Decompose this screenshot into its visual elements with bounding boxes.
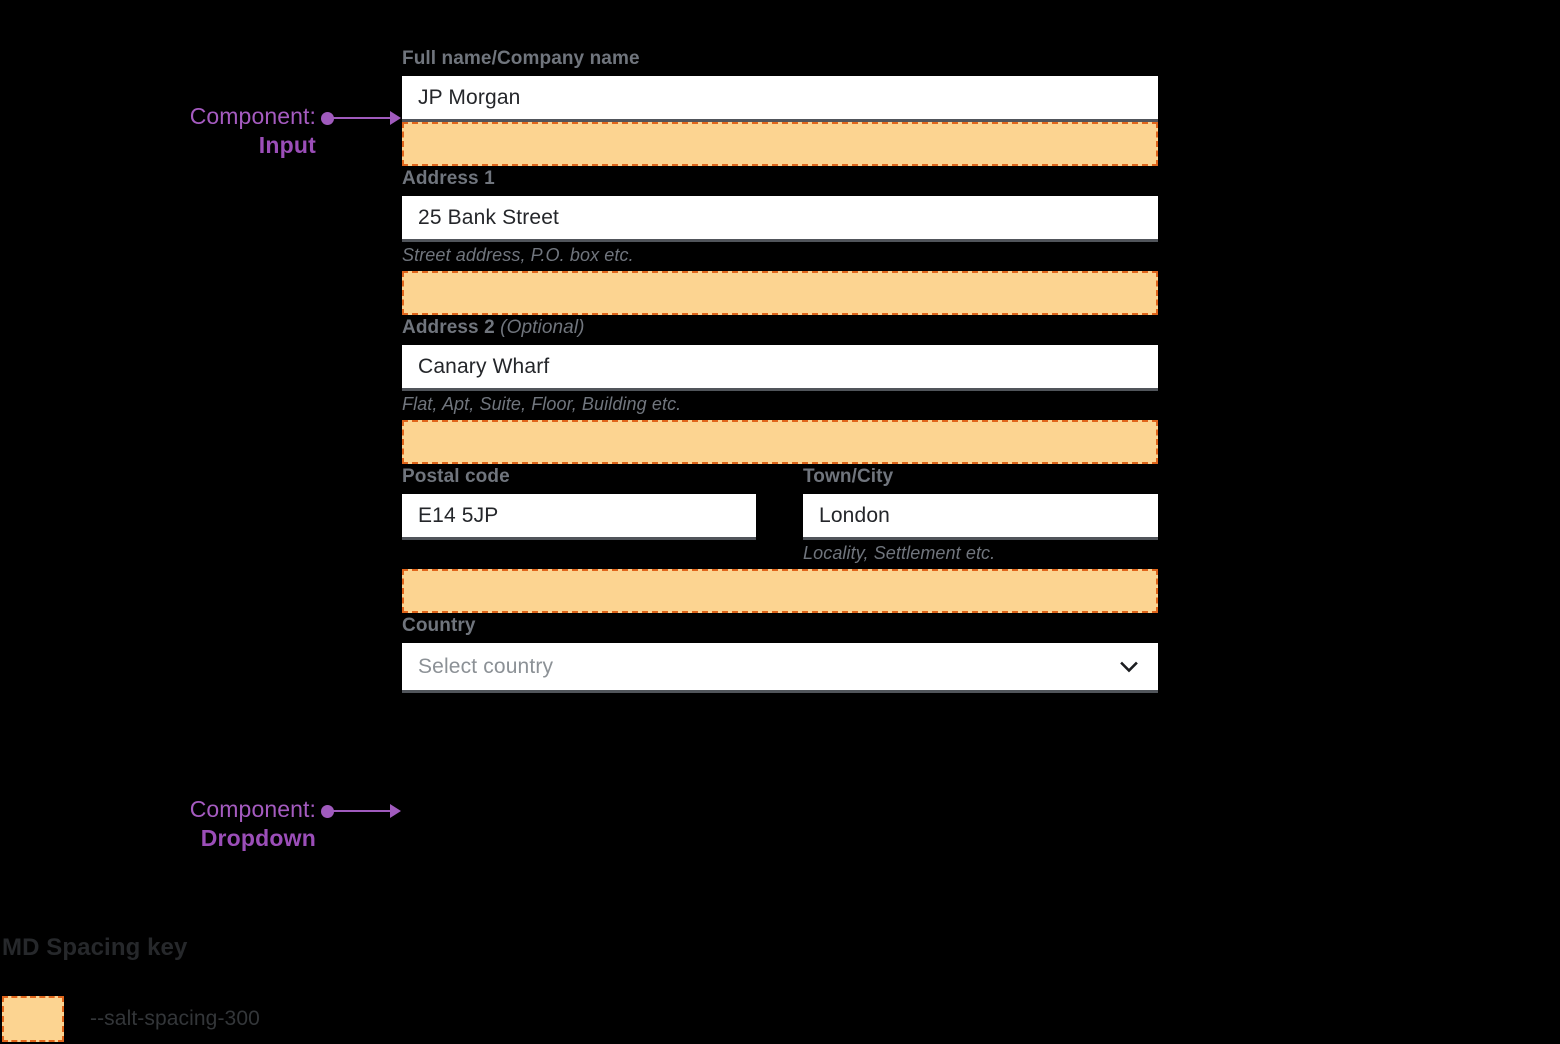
postal-code-input[interactable]: E14 5JP <box>402 494 756 540</box>
address1-input[interactable]: 25 Bank Street <box>402 196 1158 242</box>
address2-input[interactable]: Canary Wharf <box>402 345 1158 391</box>
annotation-input-value: Input <box>258 132 316 159</box>
address2-input-value: Canary Wharf <box>418 354 550 378</box>
address2-label-text: Address 2 <box>402 317 495 338</box>
annotation-arrow-input <box>321 110 401 126</box>
annotation-dropdown: Component: Dropdown <box>108 796 316 852</box>
town-city-input[interactable]: London <box>803 494 1158 540</box>
annotation-dropdown-prefix: Component: <box>189 796 316 822</box>
town-city-field: Town/City London Locality, Settlement et… <box>803 464 1158 569</box>
annotation-input: Component: Input <box>108 103 316 159</box>
spacing-key: MD Spacing key --salt-spacing-300 <box>0 934 420 1042</box>
annotation-dropdown-value: Dropdown <box>200 825 316 852</box>
full-name-input[interactable]: JP Morgan <box>402 76 1158 122</box>
spacing-marker-postal-town <box>402 569 1158 613</box>
country-label: Country <box>402 615 476 636</box>
country-dropdown[interactable]: Select country <box>402 643 1158 693</box>
address1-input-value: 25 Bank Street <box>418 205 560 229</box>
chevron-down-icon[interactable] <box>1116 654 1142 680</box>
spacing-key-title: MD Spacing key <box>2 934 188 961</box>
spacing-marker-full-name <box>402 122 1158 166</box>
annotation-input-prefix: Component: <box>189 103 316 129</box>
arrow-head-icon <box>390 804 401 818</box>
spacing-key-token: --salt-spacing-300 <box>90 1007 260 1030</box>
spacing-key-swatch <box>2 996 64 1042</box>
town-city-input-value: London <box>819 503 890 527</box>
arrow-shaft-icon <box>333 117 391 119</box>
arrow-dot-icon <box>321 804 334 818</box>
full-name-input-value: JP Morgan <box>418 85 521 109</box>
postal-code-label: Postal code <box>402 466 510 487</box>
address1-helper-text: Street address, P.O. box etc. <box>402 245 634 265</box>
arrow-shaft-icon <box>333 810 391 812</box>
address2-label: Address 2 (Optional) <box>402 315 1158 345</box>
arrow-head-icon <box>390 111 401 125</box>
annotation-arrow-dropdown <box>321 803 401 819</box>
spacing-key-row: --salt-spacing-300 <box>0 996 420 1042</box>
arrow-dot-icon <box>321 111 334 125</box>
postal-code-input-value: E14 5JP <box>418 503 499 527</box>
address1-label: Address 1 <box>402 168 495 189</box>
address2-label-optional: (Optional) <box>500 317 585 338</box>
spacing-marker-address2 <box>402 420 1158 464</box>
postal-code-field: Postal code E14 5JP <box>402 464 756 569</box>
full-name-label: Full name/Company name <box>402 48 640 69</box>
country-dropdown-placeholder: Select country <box>418 654 554 678</box>
spacing-marker-address1 <box>402 271 1158 315</box>
town-city-label: Town/City <box>803 466 894 487</box>
town-city-helper-text: Locality, Settlement etc. <box>803 543 996 563</box>
address-form: Full name/Company name JP Morgan Address… <box>402 46 1158 693</box>
postal-town-row: Postal code E14 5JP Town/City London Loc… <box>402 464 1158 569</box>
address2-helper-text: Flat, Apt, Suite, Floor, Building etc. <box>402 394 682 414</box>
